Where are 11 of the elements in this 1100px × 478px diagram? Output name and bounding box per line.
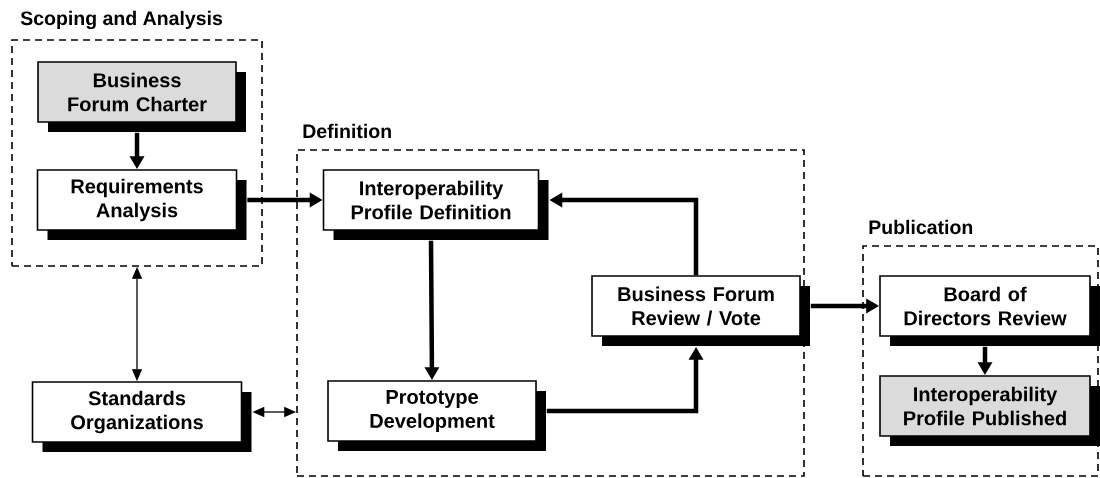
process-box: Interoperability Profile Published	[879, 375, 1100, 446]
process-box: Prototype Development	[327, 380, 546, 451]
group-title: Publication	[869, 219, 973, 235]
process-box: Board of Directors Review	[879, 275, 1100, 346]
process-box: Interoperability Profile Definition	[322, 169, 549, 240]
process-box: Requirements Analysis	[36, 169, 247, 240]
process-box: Business Forum Review / Vote	[591, 275, 810, 346]
process-box: Business Forum Charter	[37, 61, 246, 132]
group-title: Scoping and Analysis	[20, 10, 223, 30]
process-box: Standards Organizations	[31, 381, 252, 452]
group-title: Definition	[303, 123, 391, 139]
